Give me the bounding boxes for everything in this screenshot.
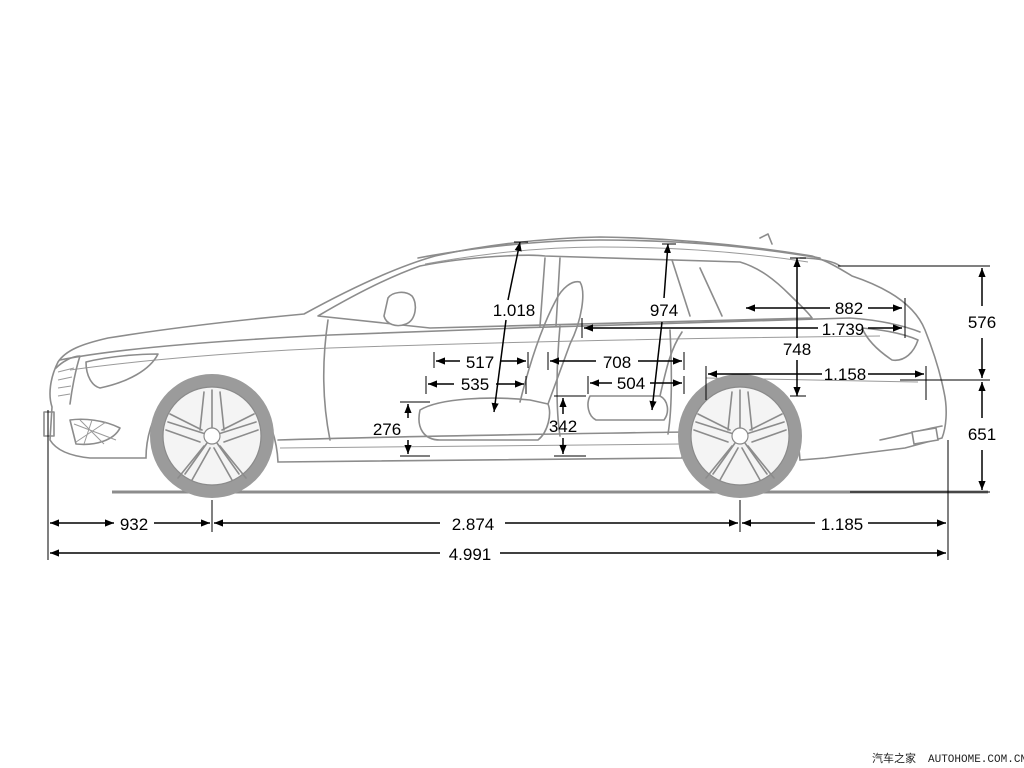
car-outline: [43, 233, 988, 498]
label-rear-seat-depth: 708: [603, 353, 631, 372]
label-cargo-length-max: 1.739: [822, 320, 865, 339]
dimension-lines: [47, 241, 990, 560]
watermark: 汽车之家 AUTOHOME.COM.CN: [872, 751, 1024, 766]
label-wheelbase: 2.874: [452, 515, 495, 534]
label-cargo-length-floor: 1.158: [824, 365, 867, 384]
label-front-seat-depth: 517: [466, 353, 494, 372]
label-rear-legroom: 504: [617, 374, 645, 393]
front-rim-spokes: [165, 389, 259, 481]
label-front-legroom: 535: [461, 375, 489, 394]
label-rear-seat-height: 342: [549, 417, 577, 436]
label-front-overhang: 932: [120, 515, 148, 534]
watermark-cn: 汽车之家: [872, 751, 916, 765]
label-front-headroom: 1.018: [493, 301, 536, 320]
label-cargo-height: 748: [783, 340, 811, 359]
label-rear-headroom: 974: [650, 301, 678, 320]
label-cargo-length-top: 882: [835, 299, 863, 318]
rear-rim-spokes: [693, 389, 787, 481]
watermark-domain: AUTOHOME.COM.CN: [928, 754, 1024, 766]
label-rear-overhang: 1.185: [821, 515, 864, 534]
dimension-labels: 932 2.874 1.185 4.991 576 651 1.018 974 …: [120, 299, 996, 564]
label-front-seat-height: 276: [373, 420, 401, 439]
label-lower-height: 651: [968, 425, 996, 444]
label-upper-height: 576: [968, 313, 996, 332]
label-overall-length: 4.991: [449, 545, 492, 564]
